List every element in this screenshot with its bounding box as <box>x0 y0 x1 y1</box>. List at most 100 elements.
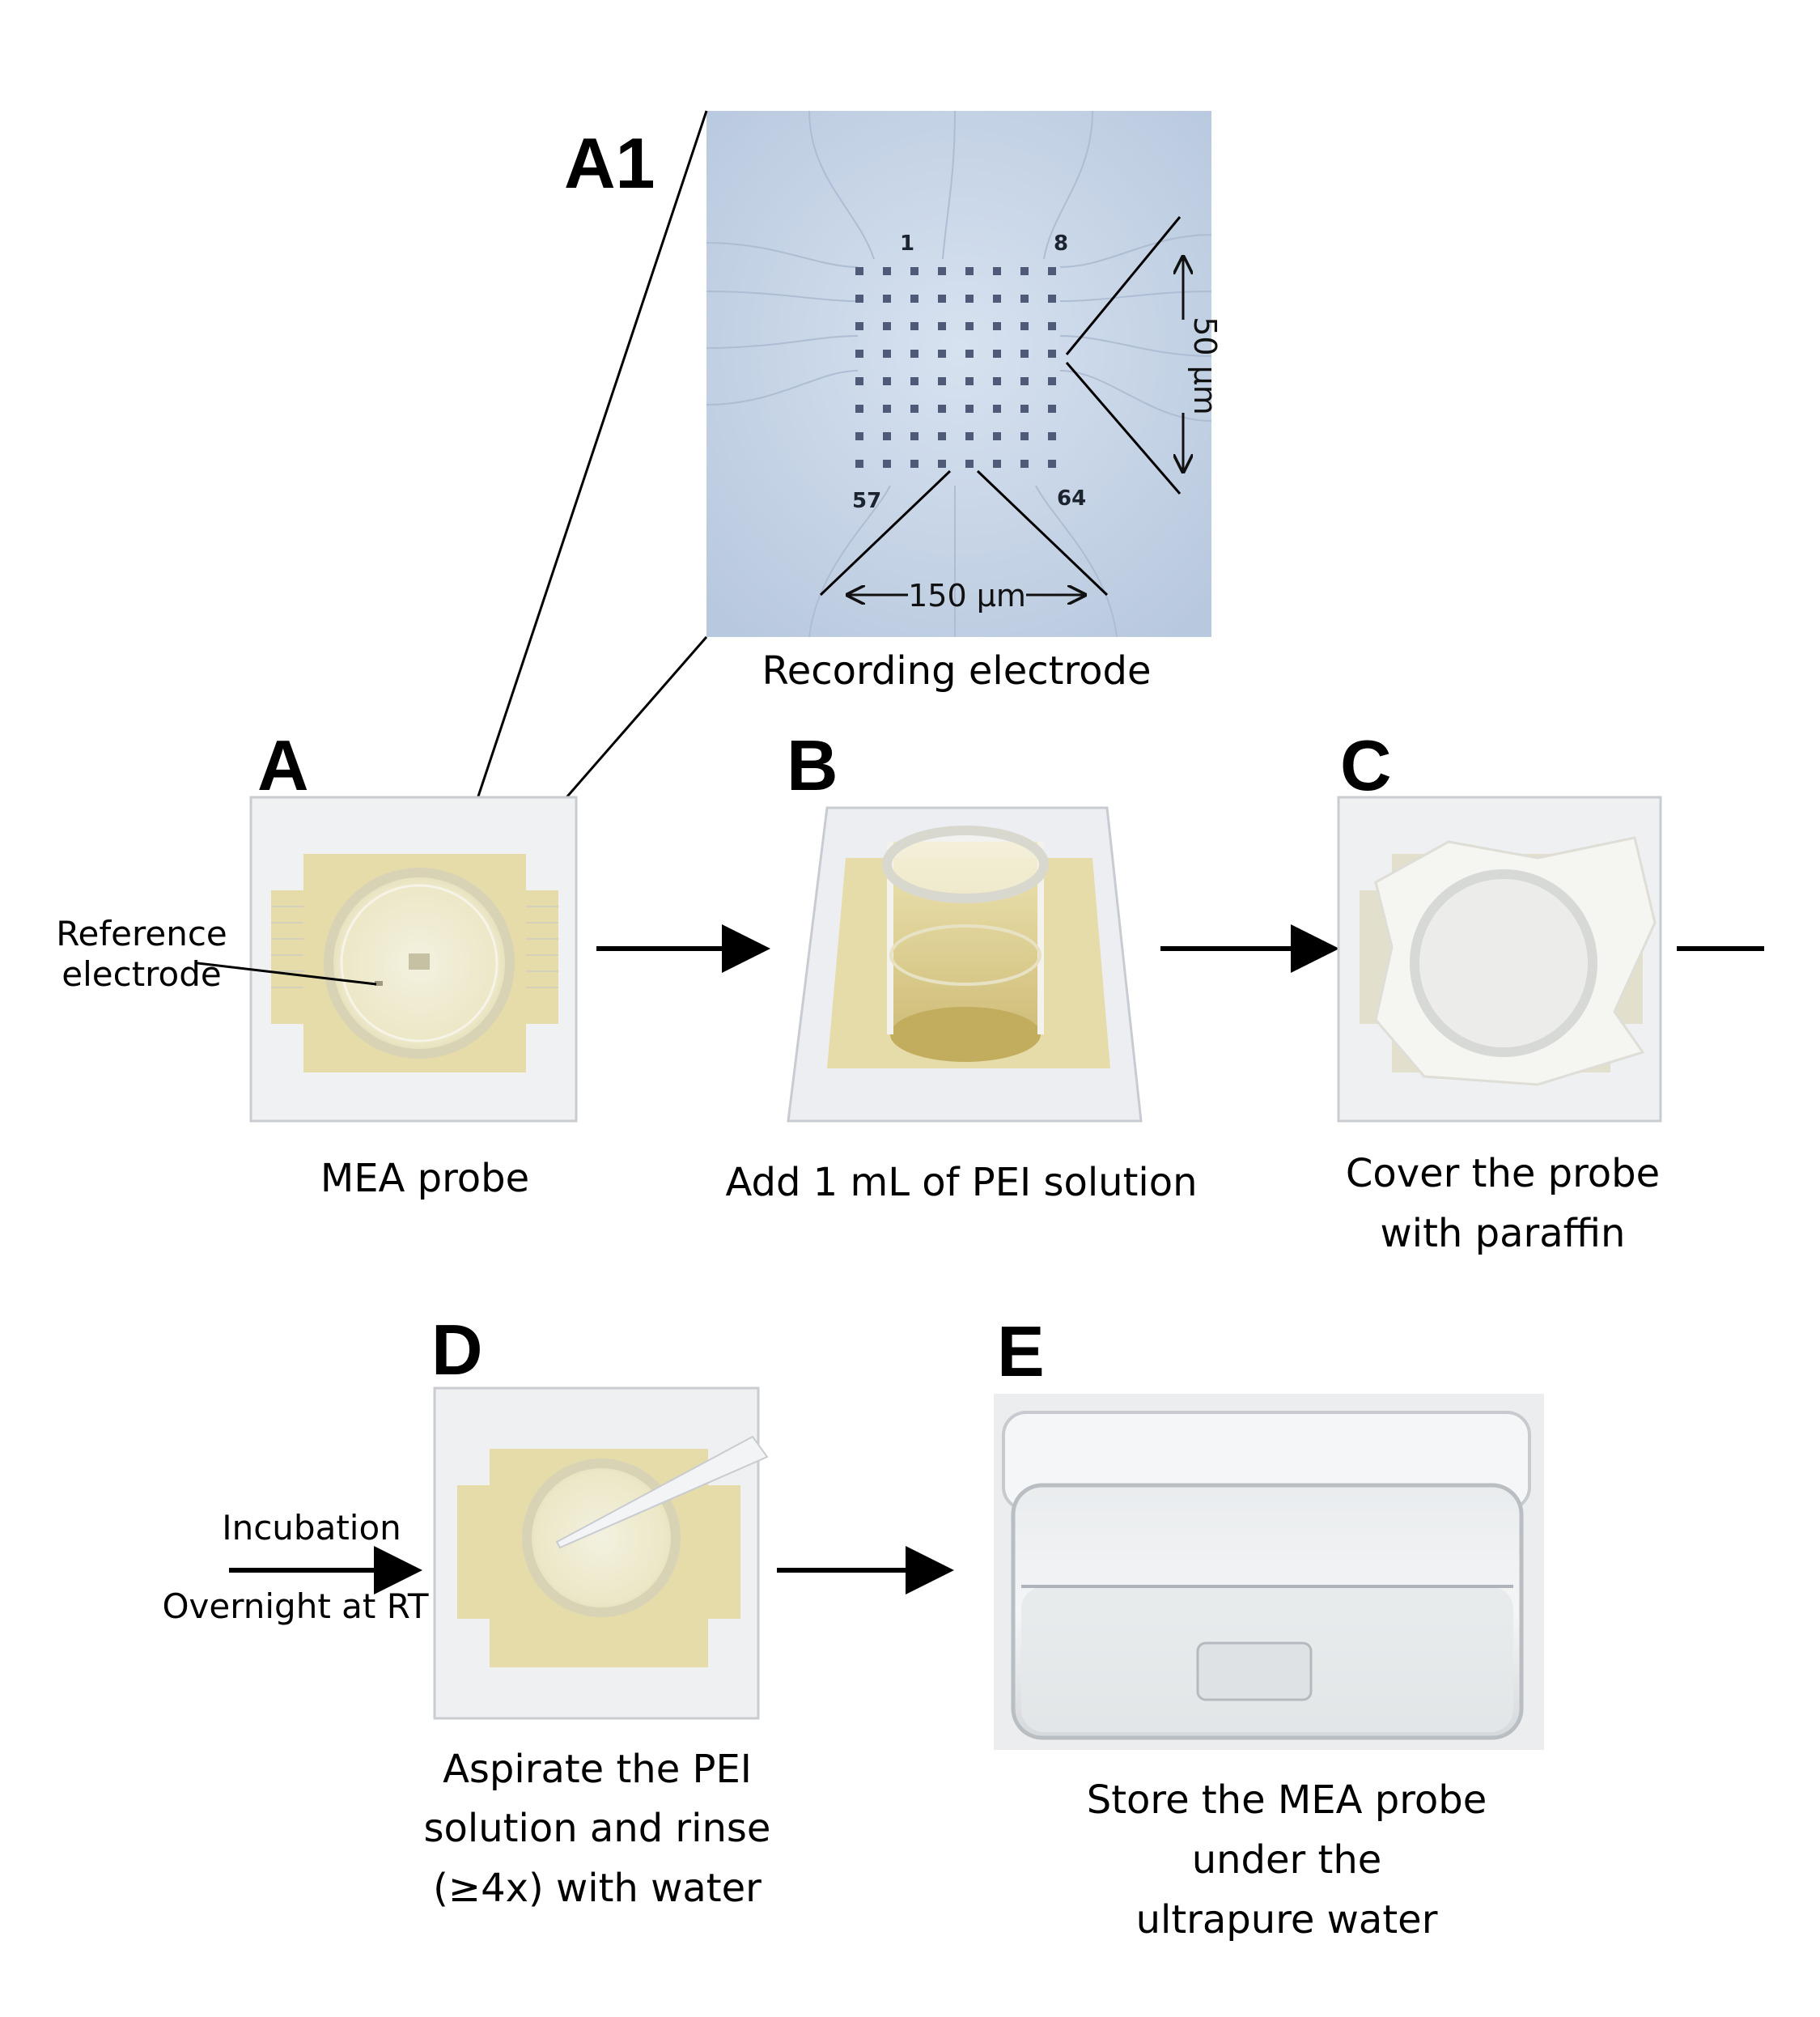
submerged-probe <box>1198 1643 1311 1700</box>
microscope-image <box>706 111 1211 637</box>
recording-electrode <box>993 432 1001 440</box>
scale-label-vertical: 50 μm <box>1187 316 1223 415</box>
panel-b: B Add 1 mL of PEI solution <box>725 725 1197 1205</box>
recording-electrode <box>1048 405 1056 413</box>
recording-electrode <box>993 322 1001 330</box>
recording-electrode <box>993 460 1001 468</box>
caption-d-line1: Aspirate the PEI <box>443 1747 752 1792</box>
recording-electrode <box>855 432 863 440</box>
reference-callout-line2: electrode <box>62 954 221 994</box>
recording-electrode <box>855 377 863 385</box>
recording-electrode <box>965 295 974 303</box>
recording-electrode <box>965 350 974 358</box>
electrode-number-8: 8 <box>1054 231 1068 256</box>
incubation-label: Incubation <box>222 1508 401 1548</box>
recording-electrode <box>855 405 863 413</box>
panel-e: E Store the MEA probe under the ultrapur… <box>994 1311 1544 1943</box>
caption-b: Add 1 mL of PEI solution <box>725 1160 1197 1205</box>
culture-ring-d <box>527 1463 676 1612</box>
recording-electrode <box>910 460 918 468</box>
recording-electrode <box>993 350 1001 358</box>
caption-e-line1: Store the MEA probe <box>1087 1777 1487 1823</box>
recording-electrode <box>1020 267 1029 275</box>
recording-electrode <box>965 267 974 275</box>
caption-c-line2: with paraffin <box>1381 1211 1626 1256</box>
electrode-number-1: 1 <box>900 231 914 256</box>
electrode-array-a <box>409 953 430 970</box>
recording-electrode <box>910 350 918 358</box>
recording-electrode <box>938 295 946 303</box>
recording-electrode <box>1048 267 1056 275</box>
panel-label-e: E <box>997 1311 1045 1391</box>
recording-electrode <box>1048 350 1056 358</box>
incubation-step: Incubation Overnight at RT <box>162 1508 428 1626</box>
recording-electrode <box>855 350 863 358</box>
recording-electrode <box>1048 322 1056 330</box>
recording-electrode <box>1020 377 1029 385</box>
recording-electrode <box>965 322 974 330</box>
recording-electrode <box>965 377 974 385</box>
recording-electrode <box>883 322 891 330</box>
caption-d-line3: (≥4x) with water <box>433 1866 762 1911</box>
electrode-number-57: 57 <box>852 489 881 513</box>
recording-electrode <box>1048 295 1056 303</box>
recording-electrode <box>1048 377 1056 385</box>
caption-a1: Recording electrode <box>762 648 1152 694</box>
recording-electrode <box>993 267 1001 275</box>
recording-electrode <box>910 432 918 440</box>
recording-electrode <box>883 350 891 358</box>
recording-electrode <box>965 432 974 440</box>
panel-label-a: A <box>257 725 309 805</box>
culture-ring-c <box>1415 874 1593 1052</box>
recording-electrode <box>965 405 974 413</box>
recording-electrode <box>910 405 918 413</box>
recording-electrode <box>1048 460 1056 468</box>
recording-electrode <box>993 295 1001 303</box>
recording-electrode <box>1020 350 1029 358</box>
caption-a: MEA probe <box>320 1156 529 1201</box>
recording-electrode <box>883 295 891 303</box>
recording-electrode <box>938 460 946 468</box>
incubation-time-label: Overnight at RT <box>162 1586 428 1626</box>
recording-electrode <box>1020 295 1029 303</box>
panel-label-c: C <box>1340 725 1392 805</box>
recording-electrode <box>1048 432 1056 440</box>
panel-c: C Cover the probe with paraffin <box>1338 725 1661 1256</box>
recording-electrode <box>938 322 946 330</box>
recording-electrode <box>1020 405 1029 413</box>
recording-electrode <box>1020 432 1029 440</box>
recording-electrode <box>938 405 946 413</box>
reference-callout-line1: Reference <box>56 914 227 953</box>
recording-electrode <box>883 377 891 385</box>
recording-electrode <box>965 460 974 468</box>
recording-electrode <box>883 460 891 468</box>
panel-label-d: D <box>431 1310 483 1390</box>
recording-electrode <box>1020 322 1029 330</box>
recording-electrode <box>938 267 946 275</box>
electrode-number-64: 64 <box>1057 486 1086 511</box>
recording-electrode <box>910 377 918 385</box>
recording-electrode <box>883 267 891 275</box>
recording-electrode <box>910 295 918 303</box>
recording-electrode <box>938 432 946 440</box>
recording-electrode <box>910 322 918 330</box>
recording-electrode <box>938 377 946 385</box>
recording-electrode <box>1020 460 1029 468</box>
panel-a1: A1 1 8 57 64 150 μm <box>564 111 1223 694</box>
caption-e-line3: ultrapure water <box>1136 1897 1438 1943</box>
panel-d: D Aspirate the PEI solution and rinse (≥… <box>424 1310 771 1911</box>
caption-c-line1: Cover the probe <box>1346 1151 1660 1196</box>
caption-e-line2: under the <box>1192 1837 1382 1883</box>
recording-electrode <box>993 405 1001 413</box>
liquid-bottom <box>890 1007 1041 1062</box>
recording-electrode <box>855 295 863 303</box>
recording-electrode <box>855 322 863 330</box>
panel-label-a1: A1 <box>564 123 655 203</box>
recording-electrode <box>938 350 946 358</box>
caption-d-line2: solution and rinse <box>424 1806 771 1851</box>
recording-electrode <box>883 432 891 440</box>
recording-electrode <box>883 405 891 413</box>
recording-electrode <box>910 267 918 275</box>
recording-electrode <box>993 377 1001 385</box>
recording-electrode <box>855 267 863 275</box>
